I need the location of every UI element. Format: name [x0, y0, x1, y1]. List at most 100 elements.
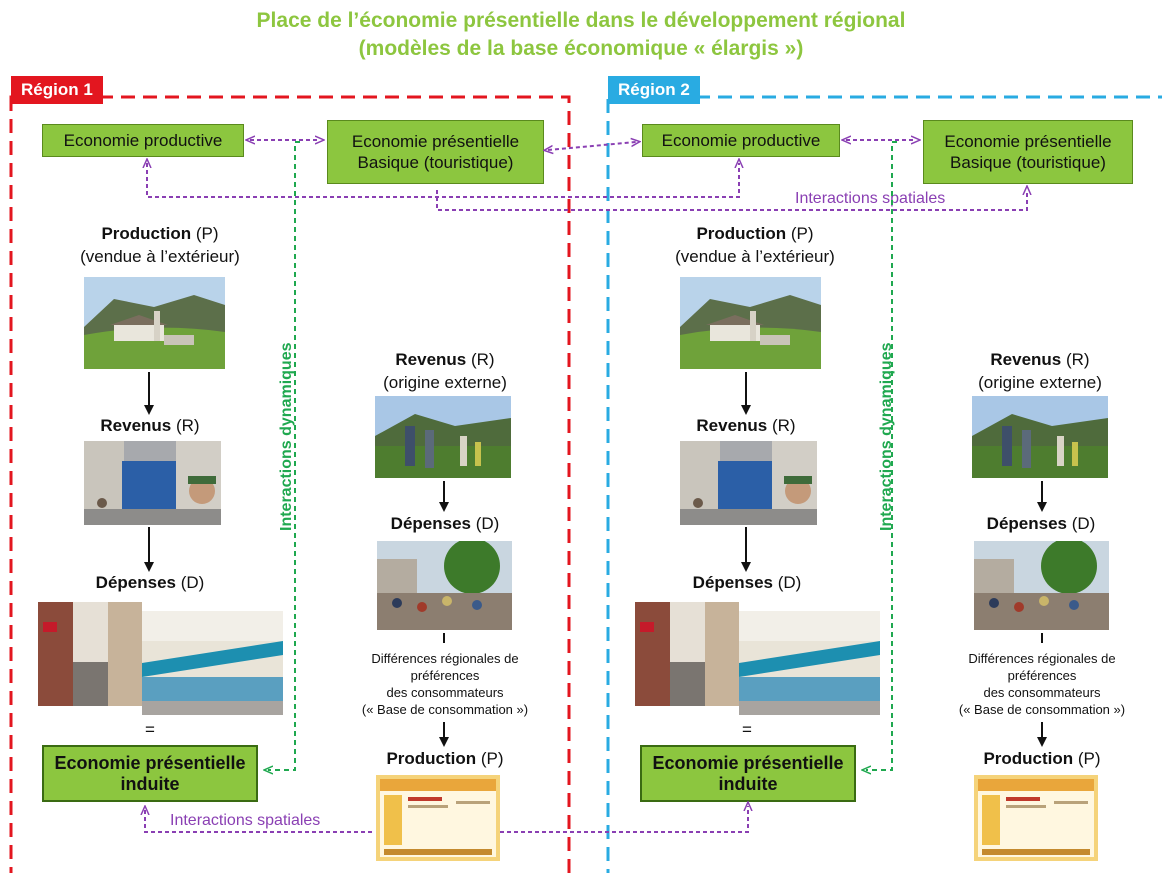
region1-frame	[9, 95, 571, 873]
region1-diff-line3: des consommateurs	[386, 685, 504, 700]
region2-economie-presentielle-induite-box: Economie présentielle induite	[640, 745, 856, 802]
region1-revenus-bold: Revenus	[100, 416, 172, 435]
region1-diff-line2: préférences	[410, 668, 480, 683]
region2-production-label: Production (P) (vendue à l’extérieur)	[655, 222, 855, 268]
region2-production-bold: Production	[696, 224, 787, 243]
interactions-spatiales-bottom-label: Interactions spatiales	[170, 812, 321, 829]
shopping-street-graphic	[38, 602, 142, 706]
region1-revenus-label: Revenus (R)	[60, 414, 240, 437]
market-square-photo	[377, 541, 512, 630]
region2-diff-line1: Différences régionales de	[968, 651, 1116, 666]
region1-equals: =	[145, 720, 155, 739]
region1-depenses-bold: Dépenses	[95, 573, 176, 592]
region1-production-sub: (vendue à l’extérieur)	[80, 247, 240, 266]
factory-street-graphic	[84, 441, 221, 525]
region2-depenses2-suffix: (D)	[1067, 514, 1096, 533]
region1-economie-productive-box: Economie productive	[42, 124, 244, 157]
factory-street-photo-2	[680, 441, 817, 525]
region2-revenus-label: Revenus (R)	[656, 414, 836, 437]
farm-landscape-graphic	[84, 277, 225, 369]
shopping-street-graphic-2	[635, 602, 739, 706]
website-screenshot-graphic-2	[974, 775, 1098, 861]
website-screenshot-image-2	[974, 775, 1098, 861]
region2-dynamic-arrow	[866, 141, 897, 770]
region2-revenus-bold: Revenus	[696, 416, 768, 435]
region2-revenus2-label: Revenus (R) (origine externe)	[945, 348, 1135, 394]
market-square-photo-2	[974, 541, 1109, 630]
market-square-graphic-2	[974, 541, 1109, 630]
interactions-spatiales-top-label: Interactions spatiales	[795, 190, 946, 207]
region1-tag: Région 1	[11, 76, 103, 104]
region2-depenses2-bold: Dépenses	[986, 514, 1067, 533]
farm-landscape-photo-2	[680, 277, 821, 369]
region2-frame	[606, 95, 1162, 873]
region2-depenses-suffix: (D)	[773, 573, 802, 592]
region2-production2-label: Production (P)	[947, 747, 1137, 770]
region1-production-bold: Production	[101, 224, 192, 243]
hikers-photo-2	[972, 396, 1108, 478]
region2-revenus-suffix: (R)	[767, 416, 796, 435]
region2-eco-pres-line2: Basique (touristique)	[950, 153, 1106, 172]
region1-depenses2-label: Dépenses (D)	[350, 512, 540, 535]
region1-production2-bold: Production	[386, 749, 477, 768]
region2-induite-line1: Economie présentielle	[652, 752, 844, 773]
region2-production-sub: (vendue à l’extérieur)	[675, 247, 835, 266]
region1-revenus-suffix: (R)	[171, 416, 200, 435]
region1-economie-presentielle-induite-box: Economie présentielle induite	[42, 745, 258, 802]
region1-dynamic-arrow	[268, 141, 300, 770]
region1-diff-line1: Différences régionales de	[371, 651, 519, 666]
storefront-photo	[142, 611, 283, 715]
storefront-graphic-2	[739, 611, 880, 715]
region1-revenus2-sub: (origine externe)	[383, 373, 507, 392]
region1-production2-label: Production (P)	[350, 747, 540, 770]
region2-induite-line2: induite	[718, 773, 778, 794]
region2-tag: Région 2	[608, 76, 700, 104]
region2-revenus2-suffix: (R)	[1061, 350, 1090, 369]
region1-differences-label: Différences régionales de préférences de…	[330, 650, 560, 718]
region1-diff-line4: (« Base de consommation »)	[361, 702, 529, 717]
region1-induite-line1: Economie présentielle	[54, 752, 246, 773]
region2-economie-productive-box: Economie productive	[642, 124, 840, 157]
region1-revenus2-label: Revenus (R) (origine externe)	[350, 348, 540, 394]
region1-depenses2-suffix: (D)	[471, 514, 500, 533]
region1-production-suffix: (P)	[191, 224, 219, 243]
region1-eco-pres-line1: Economie présentielle	[351, 132, 520, 151]
storefront-graphic	[142, 611, 283, 715]
diagram-title-line2: (modèles de la base économique « élargis…	[358, 37, 804, 60]
spatial-arrow-bottom-right	[500, 806, 748, 833]
region2-production2-suffix: (P)	[1073, 749, 1101, 768]
region2-diff-line3: des consommateurs	[983, 685, 1101, 700]
shopping-street-photo-2	[635, 602, 739, 706]
factory-street-graphic-2	[680, 441, 817, 525]
region1-induite-line2: induite	[120, 773, 180, 794]
hikers-graphic	[375, 396, 511, 478]
region2-depenses-label: Dépenses (D)	[637, 571, 857, 594]
region1-production-label: Production (P) (vendue à l’extérieur)	[60, 222, 260, 268]
diagram-title-line1: Place de l’économie présentielle dans le…	[256, 9, 906, 32]
market-square-graphic	[377, 541, 512, 630]
spatial-arrow-bottom-left	[145, 810, 372, 833]
region2-eco-pres-line1: Economie présentielle	[944, 132, 1112, 151]
region2-depenses-bold: Dépenses	[692, 573, 773, 592]
spatial-arrow-productive-loop	[147, 163, 739, 198]
region2-diff-line4: (« Base de consommation »)	[958, 702, 1126, 717]
hikers-photo	[375, 396, 511, 478]
region2-production-suffix: (P)	[786, 224, 814, 243]
region2-depenses2-label: Dépenses (D)	[946, 512, 1136, 535]
region2-production2-bold: Production	[983, 749, 1074, 768]
website-screenshot-graphic	[376, 775, 500, 861]
region1-revenus2-bold: Revenus	[395, 350, 467, 369]
region1-depenses2-bold: Dépenses	[390, 514, 471, 533]
region2-economie-presentielle-basique-box: Economie présentielle Basique (touristiq…	[923, 120, 1133, 184]
region2-revenus2-sub: (origine externe)	[978, 373, 1102, 392]
region1-depenses-label: Dépenses (D)	[40, 571, 260, 594]
farm-landscape-graphic-2	[680, 277, 821, 369]
region1-revenus2-suffix: (R)	[466, 350, 495, 369]
region1-depenses-suffix: (D)	[176, 573, 205, 592]
hikers-graphic-2	[972, 396, 1108, 478]
region1-production2-suffix: (P)	[476, 749, 504, 768]
factory-street-photo	[84, 441, 221, 525]
website-screenshot-image	[376, 775, 500, 861]
